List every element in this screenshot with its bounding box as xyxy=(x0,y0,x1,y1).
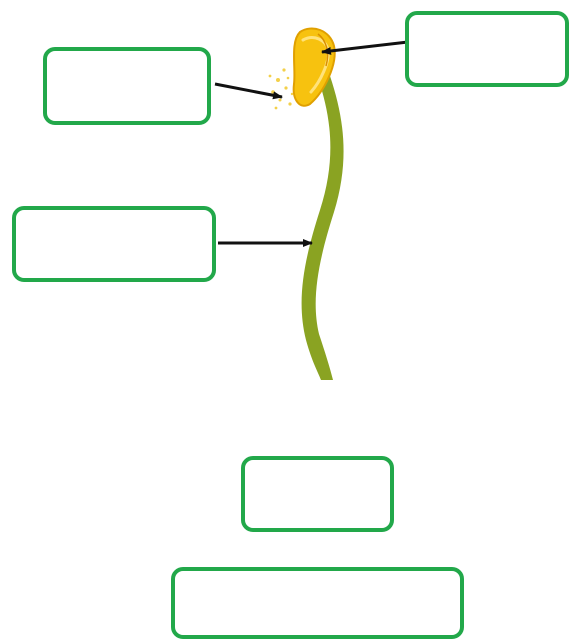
label-box-bottom-wide[interactable] xyxy=(171,567,464,639)
label-box-anther[interactable] xyxy=(405,11,569,87)
pollen-grains xyxy=(268,68,294,110)
label-box-pollen[interactable] xyxy=(43,47,211,125)
label-box-bottom-small[interactable] xyxy=(241,456,394,532)
label-box-filament[interactable] xyxy=(12,206,216,282)
filament-stalk xyxy=(301,76,344,380)
arrow-left-box-to-pollen xyxy=(214,82,283,100)
arrow-right-box-to-anther xyxy=(321,40,409,55)
